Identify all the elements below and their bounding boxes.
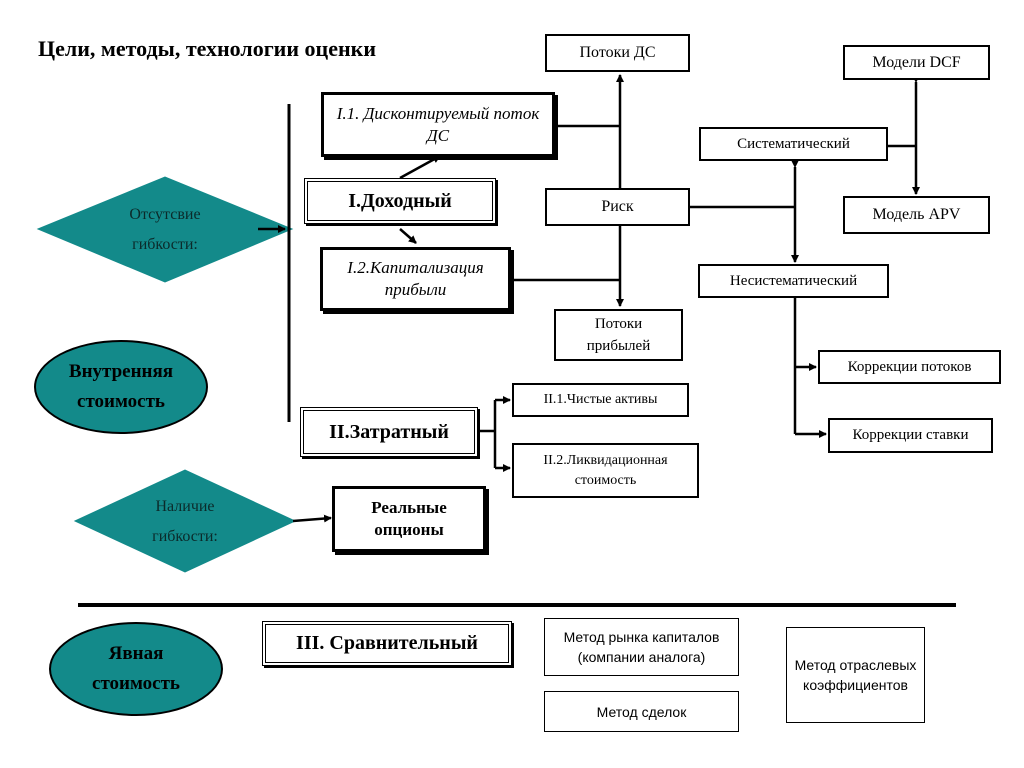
dcf-flow-box: I.1. Дисконтируемый поток ДС [321, 92, 555, 157]
apv-model-box: Модель APV [843, 196, 990, 234]
diamond-no-flexibility-label: Отсутсвие гибкости: [129, 206, 201, 253]
dcf-models-box: Модели DCF [843, 45, 990, 80]
net-assets-box: II.1.Чистые активы [512, 383, 689, 417]
liquidation-value-box: II.2.Ликвидационная стоимость [512, 443, 699, 498]
risk-box: Риск [545, 188, 690, 226]
comparative-approach-box: III. Сравнительный [262, 621, 512, 666]
ellipse-intrinsic-value: Внутренняя стоимость [34, 340, 208, 434]
cash-flows-box: Потоки ДС [545, 34, 690, 72]
diamond-no-flexibility [36, 176, 294, 283]
capitalization-box: I.2.Капитализация прибыли [320, 247, 511, 311]
arrow-flex-to-options [292, 514, 332, 523]
real-options-box: Реальные опционы [332, 486, 486, 552]
profit-flows-box: Потоки прибылей [554, 309, 683, 361]
unsystematic-risk-box: Несистематический [698, 264, 889, 298]
diamond-flexibility-label: Наличие гибкости: [152, 498, 218, 545]
ellipse-explicit-value: Явная стоимость [49, 622, 223, 716]
arrow-income-to-dcf [399, 154, 441, 180]
cost-approach-box: II.Затратный [300, 407, 478, 457]
arrow-income-to-cap [399, 228, 417, 244]
income-approach-box: I.Доходный [304, 178, 496, 224]
deals-method-box: Метод сделок [544, 691, 739, 732]
capital-market-method-box: Метод рынка капиталов (компании аналога) [544, 618, 739, 676]
systematic-risk-box: Систематический [699, 127, 888, 161]
rate-correction-box: Коррекции ставки [828, 418, 993, 453]
flow-correction-box: Коррекции потоков [818, 350, 1001, 384]
industry-ratios-method-box: Метод отраслевых коэффициентов [786, 627, 925, 723]
page-title: Цели, методы, технологии оценки [38, 36, 377, 61]
